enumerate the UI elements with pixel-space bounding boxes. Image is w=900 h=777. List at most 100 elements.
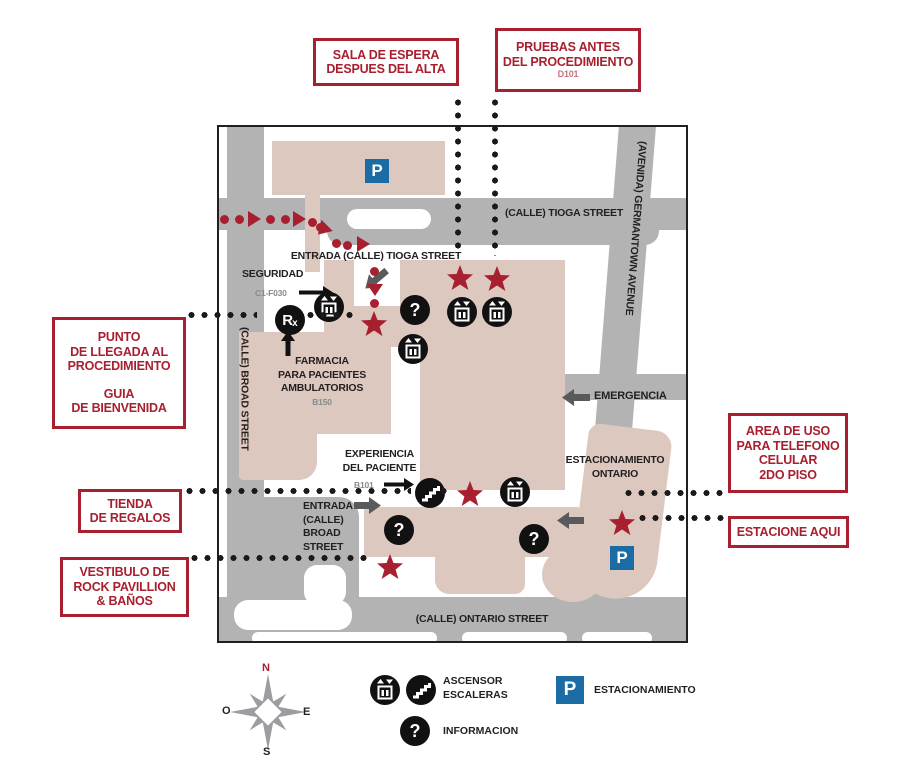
main-building-left bbox=[239, 332, 391, 434]
callout-estacione-aqui: ESTACIONE AQUI bbox=[728, 516, 849, 548]
tioga-entrance-arrow-icon bbox=[365, 267, 389, 289]
connector-punto bbox=[304, 311, 354, 319]
ontario-garage-line1: ESTACIONAMIENTO bbox=[565, 454, 665, 466]
connector-estacione bbox=[636, 514, 729, 522]
connector-sala bbox=[454, 96, 462, 256]
star-punto-llegada-icon bbox=[361, 311, 387, 336]
elevator-icon bbox=[447, 297, 477, 327]
callout-line: DE BIENVENIDA bbox=[71, 401, 167, 416]
callout-pruebas: PRUEBAS ANTES DEL PROCEDIMIENTO D101 bbox=[495, 28, 641, 92]
legend: N O E S ASCENSOR ESCALERAS ? INFORMACION… bbox=[0, 655, 900, 775]
connector-area bbox=[622, 489, 729, 497]
callout-room-code: D101 bbox=[557, 69, 579, 79]
connector-vestibulo bbox=[188, 554, 368, 562]
route-arrow-icon bbox=[248, 211, 261, 227]
callout-line: PARA TELEFONO bbox=[736, 438, 840, 453]
legend-ascensor-line1: ASCENSOR bbox=[443, 675, 503, 687]
broad-street-label: (CALLE) BROAD STREET bbox=[238, 327, 251, 451]
entrada-broad-line4: STREET bbox=[303, 540, 344, 553]
star-estacione-icon bbox=[609, 510, 635, 535]
tioga-parking-building bbox=[272, 141, 445, 195]
compass-east-label: E bbox=[303, 706, 311, 718]
experiencia-label: EXPERIENCIA DEL PACIENTE bbox=[317, 448, 442, 475]
connector-tienda bbox=[183, 487, 411, 495]
callout-line: SALA DE ESPERA bbox=[332, 47, 440, 62]
legend-ascensor-label: ASCENSOR ESCALERAS bbox=[443, 675, 508, 702]
callout-line: PRUEBAS ANTES bbox=[516, 40, 620, 54]
information-icon: ? bbox=[384, 515, 414, 545]
route-dot bbox=[266, 215, 275, 224]
star-pruebas-2-icon bbox=[484, 266, 510, 291]
farmacia-pointer-arrow-icon bbox=[281, 331, 295, 356]
road-block bbox=[582, 632, 652, 641]
callout-line: GUIA bbox=[103, 386, 135, 401]
legend-stairs-icon bbox=[406, 675, 436, 705]
callout-line: 2DO PISO bbox=[759, 467, 817, 482]
callout-vestibulo: VESTIBULO DE ROCK PAVILLION & BAÑOS bbox=[60, 557, 189, 617]
compass-west-label: O bbox=[222, 705, 231, 717]
route-arrow-down-icon bbox=[367, 284, 383, 296]
ontario-garage-entrance-arrow-icon bbox=[557, 512, 584, 529]
callout-line: VESTIBULO DE bbox=[79, 565, 170, 580]
callout-line: PUNTO bbox=[97, 330, 141, 345]
callout-line: PROCEDIMIENTO bbox=[67, 359, 171, 374]
building-connector bbox=[305, 195, 320, 272]
legend-information-icon: ? bbox=[400, 716, 430, 746]
main-building-lower-south bbox=[435, 557, 525, 594]
elevator-icon bbox=[398, 334, 428, 364]
legend-ascensor-line2: ESCALERAS bbox=[443, 688, 508, 701]
ontario-garage-line2: ONTARIO bbox=[591, 467, 639, 480]
map-panel: (CALLE) TIOGA STREET (CALLE) BROAD STREE… bbox=[217, 125, 688, 643]
road-block bbox=[234, 600, 352, 630]
entrada-tioga-label: ENTRADA (CALLE) TIOGA STREET bbox=[290, 250, 462, 262]
entrada-broad-label: ENTRADA (CALLE) BROAD STREET bbox=[303, 500, 353, 554]
question-glyph: ? bbox=[393, 520, 405, 540]
entrada-broad-line1: ENTRADA bbox=[303, 500, 353, 512]
callout-line: DESPUES DEL ALTA bbox=[326, 62, 446, 76]
legend-informacion-label: INFORMACION bbox=[443, 725, 519, 737]
route-dot bbox=[316, 223, 325, 232]
farmacia-code: B150 bbox=[312, 396, 332, 407]
callout-sala-espera: SALA DE ESPERA DESPUES DEL ALTA bbox=[313, 38, 459, 86]
route-dot bbox=[370, 299, 379, 308]
compass-south-label: S bbox=[263, 746, 271, 758]
seguridad-code: C1-F030 bbox=[255, 288, 287, 298]
dropoff-island bbox=[347, 209, 431, 229]
seguridad-label: SEGURIDAD bbox=[242, 268, 304, 280]
connector-punto bbox=[185, 311, 257, 319]
compass-north-label: N bbox=[262, 662, 270, 674]
callout-line: TIENDA bbox=[107, 496, 153, 511]
elevator-icon bbox=[500, 477, 530, 507]
star-pruebas-1-icon bbox=[447, 265, 473, 290]
ontario-street-label: (CALLE) ONTARIO STREET bbox=[415, 613, 549, 625]
question-glyph: ? bbox=[409, 721, 421, 741]
route-dot bbox=[332, 239, 341, 248]
experiencia-line2: DEL PACIENTE bbox=[342, 461, 417, 474]
rx-r-glyph: R bbox=[282, 311, 294, 329]
route-dot bbox=[308, 218, 317, 227]
connector-tienda bbox=[437, 487, 450, 495]
question-glyph: ? bbox=[528, 529, 540, 549]
route-dot bbox=[343, 241, 352, 250]
main-building-left-lower bbox=[239, 434, 317, 480]
parking-icon-ontario: P bbox=[610, 546, 634, 570]
callout-spacer bbox=[55, 374, 183, 387]
callout-line: AREA DE USO bbox=[745, 424, 831, 438]
road-block bbox=[252, 632, 437, 641]
callout-line: & BAÑOS bbox=[96, 594, 153, 609]
broad-entrance-arrow-icon bbox=[354, 497, 381, 514]
question-glyph: ? bbox=[409, 300, 421, 320]
road-block bbox=[658, 178, 686, 194]
road-block bbox=[654, 142, 684, 174]
route-dot bbox=[220, 215, 229, 224]
callout-line: CELULAR bbox=[758, 453, 818, 467]
callout-punto-llegada: PUNTO DE LLEGADA AL PROCEDIMIENTO GUIA D… bbox=[52, 317, 186, 429]
route-arrow-icon bbox=[357, 236, 370, 252]
farmacia-line3: AMBULATORIOS bbox=[280, 382, 364, 394]
route-dot bbox=[370, 267, 379, 276]
information-icon: ? bbox=[519, 524, 549, 554]
farmacia-line2: PARA PACIENTES bbox=[277, 368, 366, 381]
route-dot bbox=[235, 215, 244, 224]
